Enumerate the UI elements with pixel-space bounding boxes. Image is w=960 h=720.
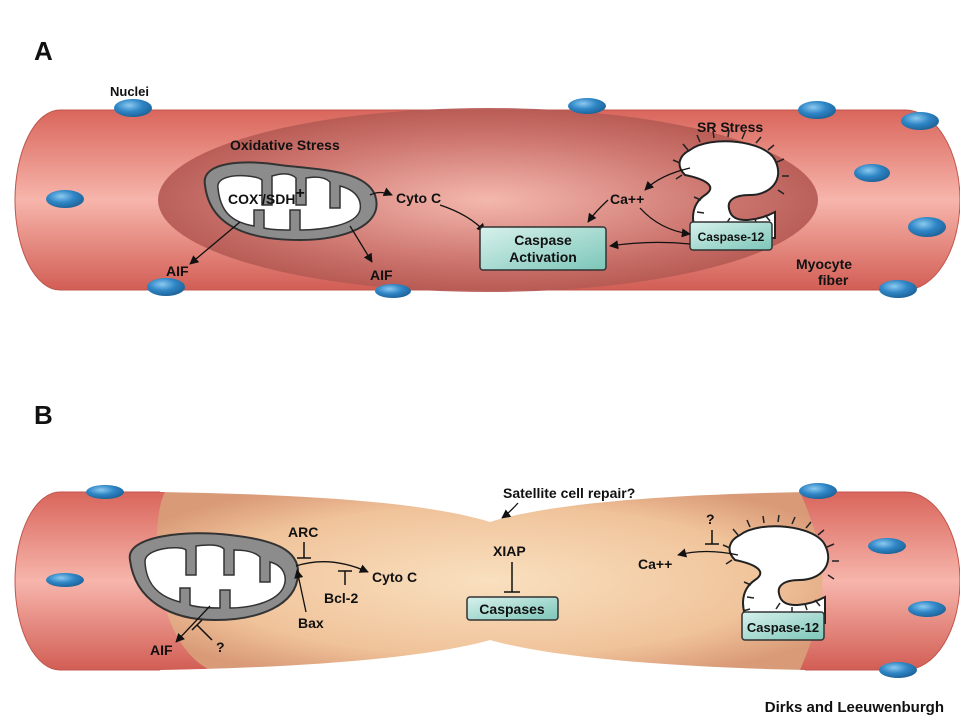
- nucleus-icon: [799, 483, 837, 499]
- panel-a-letter: A: [34, 36, 53, 66]
- arrow-to-cyto-c-b: [295, 561, 369, 573]
- arrow-ca-to-caspase: [587, 199, 609, 223]
- caspases-label: Caspases: [479, 601, 545, 617]
- arrow-sr-to-ca: [644, 167, 691, 191]
- nucleus-icon: [568, 98, 606, 114]
- bcl2-label: Bcl-2: [324, 590, 358, 606]
- myocyte-label-1: Myocyte: [796, 256, 852, 272]
- cyto-c-label-b: Cyto C: [372, 569, 417, 585]
- mitochondrion-icon: [128, 532, 300, 622]
- ca-label-b: Ca++: [638, 556, 672, 572]
- nucleus-icon: [868, 538, 906, 554]
- xiap-inhibit: [504, 562, 520, 593]
- arc-label: ARC: [288, 524, 318, 540]
- nucleus-icon: [114, 99, 152, 117]
- caspase-12-box-b: [741, 611, 825, 641]
- fiber-pinch-top: [160, 488, 805, 522]
- xiap-label: XIAP: [493, 543, 526, 559]
- caspase-12-label-b: Caspase-12: [747, 620, 819, 635]
- nucleus-icon: [46, 190, 84, 208]
- caspase-activation-box: [479, 226, 607, 271]
- caspases-box: [466, 596, 559, 621]
- aif-right-label: AIF: [370, 267, 393, 283]
- nucleus-icon: [46, 573, 84, 587]
- aif-label-b: AIF: [150, 642, 173, 658]
- credit-text: Dirks and Leeuwenburgh: [764, 699, 944, 716]
- nucleus-icon: [86, 485, 124, 499]
- mitochondrion-icon: [203, 161, 378, 242]
- caspase-activation-label-1: Caspase: [514, 232, 572, 248]
- myocyte-label-2: fiber: [818, 272, 849, 288]
- nucleus-icon: [879, 662, 917, 678]
- question-label-1: ?: [216, 639, 225, 655]
- nucleus-icon: [908, 217, 946, 237]
- nucleus-icon: [147, 278, 185, 296]
- nucleus-icon: [375, 284, 411, 298]
- nucleus-icon: [901, 112, 939, 130]
- bax-label: Bax: [298, 615, 324, 631]
- arrow-to-aif-left: [189, 221, 241, 265]
- arrow-sr-to-ca-b: [677, 548, 739, 558]
- question-inhibit-1: [191, 619, 213, 641]
- panel-b-letter: B: [34, 400, 53, 430]
- arrow-caspase12-to-activation: [609, 240, 691, 250]
- repair-zone: [156, 492, 823, 670]
- arrow-to-aif-right: [349, 225, 373, 263]
- nucleus-icon: [879, 280, 917, 298]
- arc-inhibit: [297, 542, 311, 559]
- question-label-2: ?: [706, 511, 715, 527]
- nuclei-label: Nuclei: [110, 84, 149, 99]
- stress-zone: [158, 108, 818, 292]
- fiber-pinch-bottom: [160, 640, 805, 674]
- cox-sdh-label: COX-/SDH+: [228, 185, 305, 207]
- nucleus-icon: [908, 601, 946, 617]
- arrow-ca-to-caspase12: [639, 207, 691, 238]
- cyto-c-label: Cyto C: [396, 190, 441, 206]
- nucleus-icon: [798, 101, 836, 119]
- arrow-to-aif-b: [175, 605, 211, 643]
- caspase-12-label-a: Caspase-12: [698, 230, 765, 244]
- sr-stress-label: SR Stress: [697, 119, 763, 135]
- arrow-satellite: [501, 502, 519, 519]
- arrow-to-cyto-c: [369, 187, 393, 197]
- sarcoplasmic-reticulum-icon: [722, 514, 839, 624]
- oxidative-stress-label: Oxidative Stress: [230, 137, 340, 153]
- satellite-label: Satellite cell repair?: [503, 485, 635, 501]
- caspase-activation-label-2: Activation: [509, 249, 577, 265]
- nucleus-icon: [854, 164, 890, 182]
- ca-label-a: Ca++: [610, 191, 644, 207]
- arrow-bax: [294, 569, 307, 613]
- question-inhibit-2: [705, 530, 719, 545]
- aif-left-label: AIF: [166, 263, 189, 279]
- sarcoplasmic-reticulum-icon: [672, 129, 789, 239]
- bcl2-inhibit: [338, 570, 352, 585]
